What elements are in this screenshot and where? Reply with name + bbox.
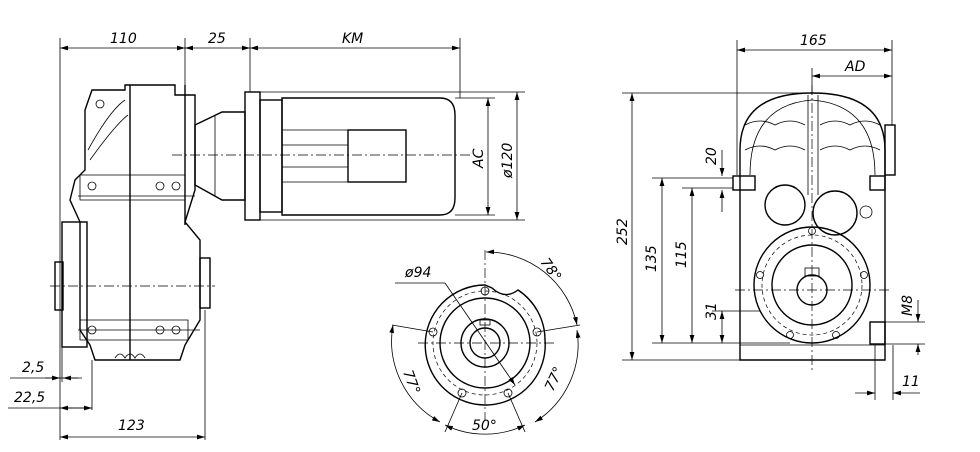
angle-78: 78° [537,255,564,285]
adapter [194,111,246,201]
dim-252: 252 [615,218,631,245]
gearbox-body [50,84,470,361]
dim-22-5: 22,5 [14,390,45,406]
side-dimensions: 110 25 KM AC ø120 2,5 22,5 123 [8,31,525,440]
dim-flange-dia: ø120 [500,143,516,179]
dim-31: 31 [704,302,720,320]
flange-view: ø94 78° 77° 77° 50° [389,249,581,435]
angle-77-left: 77° [399,368,423,397]
motor [244,91,456,221]
dim-110: 110 [110,31,137,47]
dim-123: 123 [118,418,145,434]
dim-25: 25 [208,31,226,47]
angle-50: 50° [472,418,497,434]
dim-ac: AC [471,148,487,169]
dim-135: 135 [644,245,660,272]
dim-ad: AD [844,59,866,75]
front-view [732,85,896,370]
dim-115: 115 [674,241,690,268]
dim-m8: M8 [900,295,916,316]
front-dimensions: 165 AD 252 135 115 20 31 M8 11 [615,33,925,400]
dim-165: 165 [800,33,827,49]
dim-km: KM [342,31,363,47]
angle-77-right: 77° [542,364,567,393]
dim-20: 20 [704,147,720,165]
side-view: 110 25 KM AC ø120 2,5 22,5 123 [8,31,525,440]
dim-2-5: 2,5 [22,360,44,376]
dim-11: 11 [902,374,920,390]
dim-bolt-circle: ø94 [404,265,431,281]
